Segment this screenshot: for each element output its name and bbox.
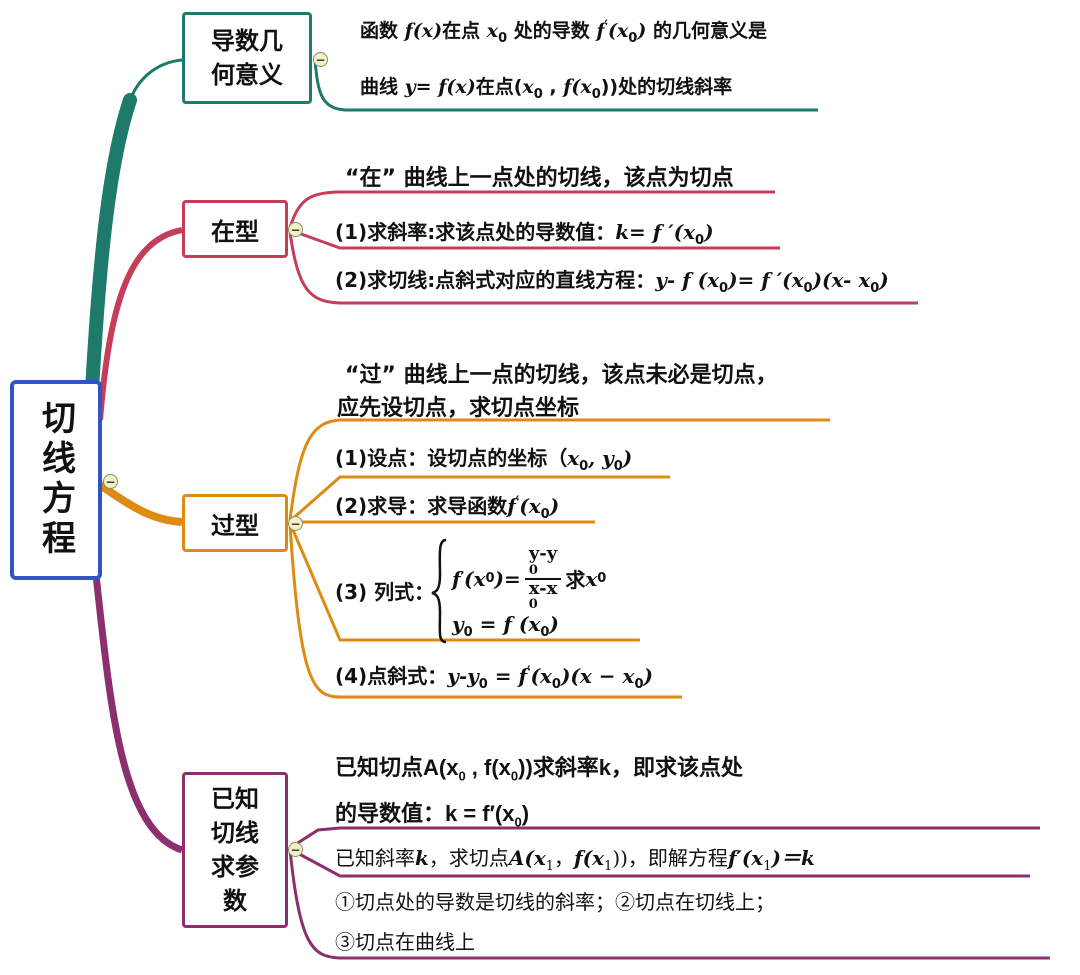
- connector-geometric: [85, 93, 137, 397]
- node-geometric-meaning[interactable]: 导数几 何意义: [182, 12, 312, 104]
- guo-bracket-bot: [288, 523, 682, 699]
- param-line4: ①切点处的导数是切线的斜率；②切点在切线上；: [335, 890, 775, 914]
- geometric-label-line1: 导数几: [211, 27, 283, 55]
- guo-bracket-4: [288, 522, 640, 642]
- param-label-line3: 求参: [211, 853, 259, 881]
- geometric-line1: 函数 f(x)在点 x0 处的导数 f′(x0) 的几何意义是: [360, 18, 767, 46]
- node-zai-type[interactable]: 在型: [182, 200, 288, 258]
- zai-step1: (1)求斜率:求该点处的导数值：k= f ′(x0): [335, 220, 714, 248]
- zai-bracket-bot: [288, 231, 918, 305]
- param-label-line4: 数: [223, 887, 247, 915]
- root-collapse-toggle[interactable]: −: [103, 474, 118, 489]
- param-line5: ③切点在曲线上: [335, 930, 475, 954]
- guo-label: 过型: [211, 511, 259, 540]
- guo-bracket-2: [289, 475, 670, 523]
- connector-guo: [97, 481, 183, 526]
- guo-step1: (1)设点：设切点的坐标（x0, y0): [335, 446, 633, 474]
- zai-label: 在型: [211, 217, 259, 246]
- geometric-label-line2: 何意义: [211, 61, 283, 89]
- guo-heading-line1: “过” 曲线上一点的切线，该点未必是切点，: [345, 363, 778, 388]
- system-brace: [431, 538, 447, 644]
- param-collapse-toggle[interactable]: −: [288, 842, 303, 857]
- geometric-line2: 曲线 y= f(x)在点(x0 , f(x0))处的切线斜率: [360, 76, 733, 102]
- zai-collapse-toggle[interactable]: −: [288, 222, 303, 237]
- geo-bracket: [313, 59, 818, 112]
- connector-geometric-tip: [128, 58, 183, 101]
- param-bracket-bot: [288, 849, 1050, 960]
- connector-zai: [97, 227, 183, 421]
- param-bracket-top: [289, 826, 1040, 850]
- guo-step3-label: (3) 列式：: [335, 580, 435, 604]
- guo-step3-eq2: y0 = f (x0): [452, 612, 559, 640]
- root-label: 切线方程: [35, 400, 76, 560]
- param-label-line2: 切线: [211, 819, 259, 847]
- node-known-tangent-find-param[interactable]: 已知 切线 求参 数: [182, 772, 288, 928]
- param-bracket-mid: [289, 847, 1030, 878]
- zai-bracket-top: [288, 190, 775, 229]
- param-line2: 的导数值：k = f′(x0): [335, 801, 530, 830]
- param-line3: 已知斜率k，求切点A(x1，f(x1))，即解方程f′(x1)＝k: [335, 846, 815, 874]
- zai-step2: (2)求切线:点斜式对应的直线方程：y- f (x0)= f ′(x0)(x- …: [335, 268, 889, 296]
- guo-bracket-top: [288, 418, 830, 521]
- node-guo-type[interactable]: 过型: [182, 494, 288, 552]
- guo-collapse-toggle[interactable]: −: [288, 516, 303, 531]
- root-node[interactable]: 切线方程: [10, 380, 102, 580]
- param-line1: 已知切点A(x0 , f(x0))求斜率k，即求该点处: [335, 755, 744, 784]
- zai-heading: “在” 曲线上一点处的切线，该点为切点: [345, 166, 734, 191]
- zai-bracket-mid: [289, 228, 780, 250]
- guo-heading-line2: 应先设切点，求切点坐标: [337, 396, 580, 421]
- param-label-line1: 已知: [211, 785, 259, 813]
- guo-step2: (2)求导：求导函数f′(x0): [335, 494, 560, 522]
- guo-step4: (4)点斜式：y-y0 = f′(x0)(x − x0): [335, 664, 653, 692]
- geometric-collapse-toggle[interactable]: −: [313, 52, 328, 67]
- connector-param: [92, 574, 184, 854]
